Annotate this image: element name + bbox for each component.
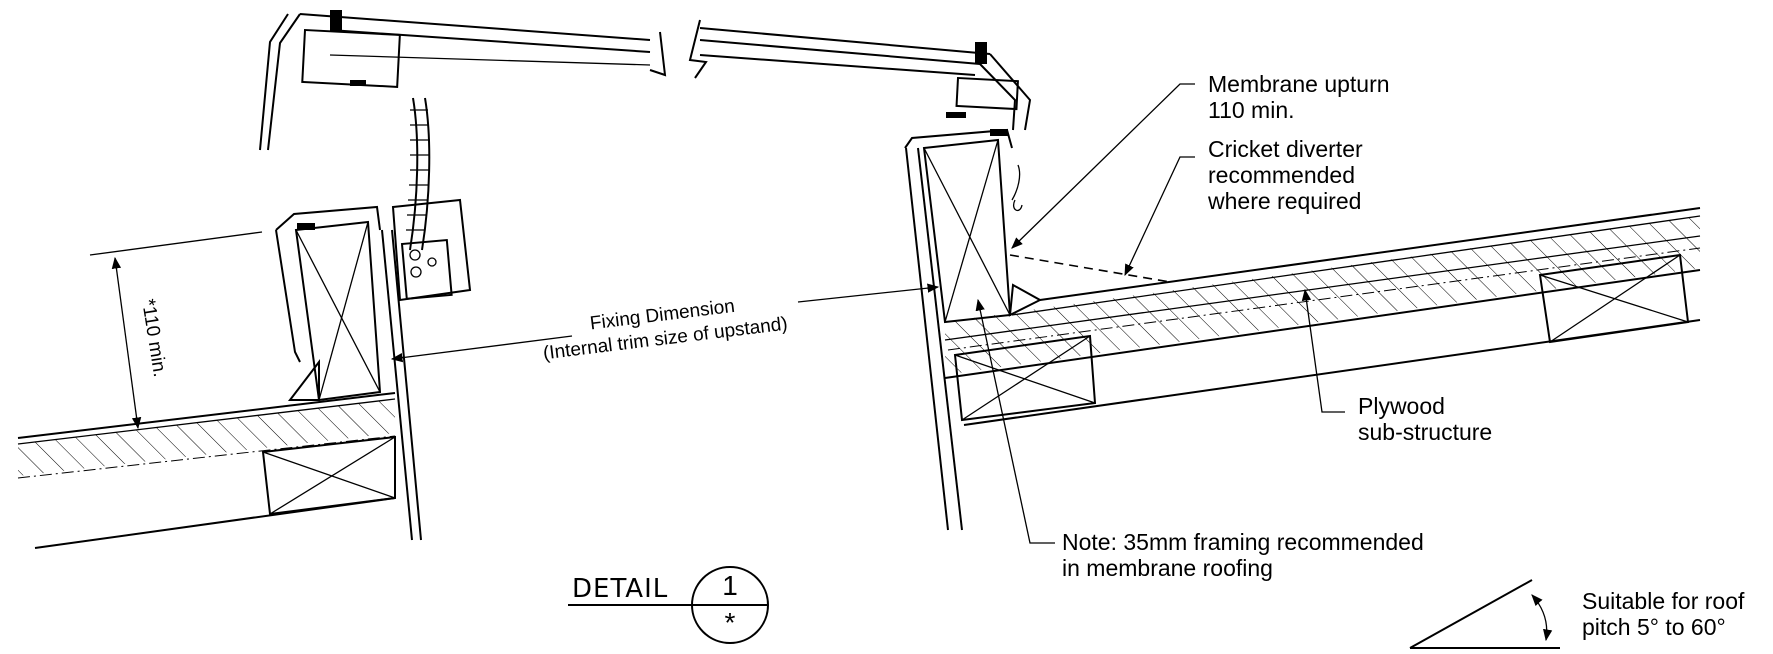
left-skylight-frame [259,10,651,151]
cricket-diverter-label: Cricket diverter recommended where requi… [1207,136,1369,214]
fixing-dimension-arrows [390,283,940,363]
detail-marker: DETAIL 1 * [568,566,769,644]
membrane-upturn-label: Membrane upturn 110 min. [1208,71,1396,123]
svg-text:*: * [725,607,736,638]
right-skylight-frame [699,27,1032,212]
right-rafter-block-near [953,334,1097,422]
upstand-height-label: *110 min. [137,297,170,378]
svg-text:1: 1 [722,570,738,601]
cricket-diverter-line [1009,254,1171,283]
framing-note-label: Note: 35mm framing recommended in membra… [1062,529,1430,581]
section-break-symbol [649,19,708,79]
leader-plywood [1301,288,1345,413]
plywood-label: Plywood sub-structure [1358,393,1492,445]
leader-membrane-upturn [1011,83,1195,249]
svg-text:DETAIL: DETAIL [572,574,668,604]
left-rafter-block [261,435,396,516]
right-rafter-block-far [1538,253,1690,344]
fixing-dimension-label: Fixing Dimension (Internal trim size of … [542,296,789,365]
left-upstand [275,205,422,541]
chain-winder [391,97,472,302]
pitch-label: Suitable for roof pitch 5° to 60° [1582,588,1751,640]
right-roof-deck [944,207,1701,426]
left-roof-deck [17,392,396,549]
pitch-angle-icon [1409,579,1560,649]
leader-note-framing [975,298,1055,544]
upstand-height-dimension [89,231,263,430]
leader-cricket-diverter [1124,156,1195,277]
